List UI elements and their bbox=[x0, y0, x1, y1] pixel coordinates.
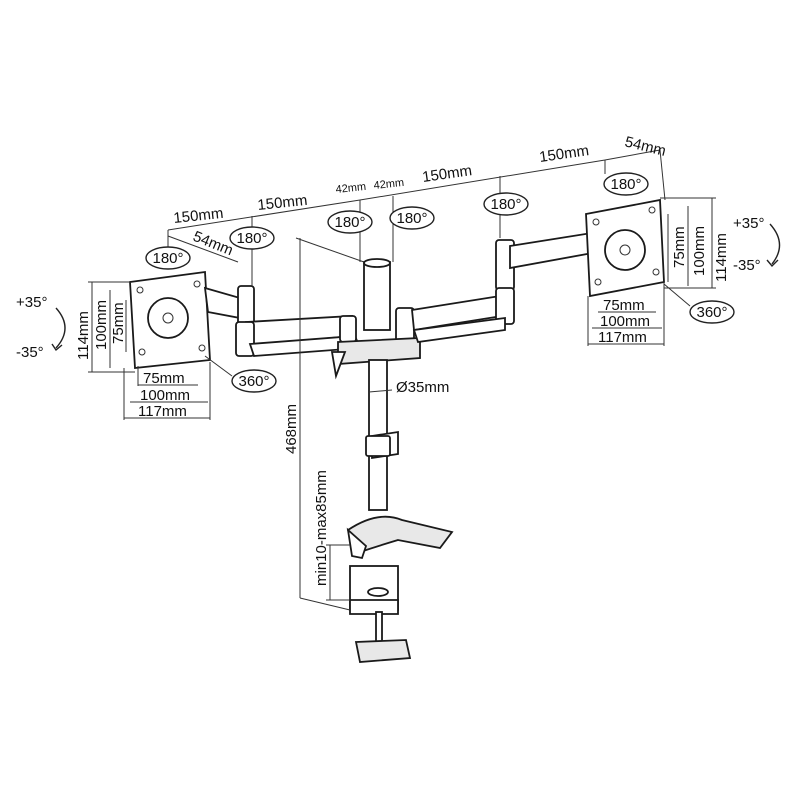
rotation-badge-3: 180° bbox=[327, 210, 373, 234]
dim-left-vesa-v-75: 75mm bbox=[110, 302, 127, 344]
rotation-badge-5: 180° bbox=[483, 192, 529, 216]
dim-arm-150-mid: 150mm bbox=[421, 162, 473, 186]
dim-left-vesa-h-117: 117mm bbox=[138, 403, 187, 420]
dim-arm-150-left: 150mm bbox=[173, 205, 225, 227]
dimension-lines bbox=[88, 149, 716, 611]
rotation-badge-6: 180° bbox=[603, 172, 649, 196]
dim-right-vesa-h-75: 75mm bbox=[603, 297, 645, 314]
dim-clamp-range: min10-max85mm bbox=[313, 470, 330, 586]
dim-arm-54-left: 54mm bbox=[191, 228, 236, 259]
dim-pole-42-a: 42mm bbox=[335, 181, 367, 196]
svg-text:360°: 360° bbox=[696, 304, 727, 321]
dim-right-vesa-h-117: 117mm bbox=[598, 329, 647, 346]
dim-left-vesa-v-100: 100mm bbox=[93, 300, 110, 350]
rotation-badge-2: 180° bbox=[229, 226, 275, 250]
svg-text:180°: 180° bbox=[152, 250, 183, 267]
rotation-badge-4: 180° bbox=[389, 206, 435, 230]
svg-text:180°: 180° bbox=[334, 214, 365, 231]
right-vesa-plate bbox=[585, 198, 665, 298]
rotation-badges: 180° 180° 180° 180° 180° 180° 360° bbox=[145, 172, 735, 393]
right-arm bbox=[411, 230, 599, 343]
dim-right-vesa-v-100: 100mm bbox=[691, 226, 708, 276]
desk-clamp bbox=[346, 515, 454, 663]
svg-text:360°: 360° bbox=[238, 373, 269, 390]
svg-text:180°: 180° bbox=[490, 196, 521, 213]
svg-text:180°: 180° bbox=[610, 176, 641, 193]
dim-arm-150-right: 150mm bbox=[538, 142, 590, 166]
right-tilt-down: -35° bbox=[733, 257, 761, 274]
left-tilt-up: +35° bbox=[16, 294, 47, 311]
dim-arm-150-left-b: 150mm bbox=[257, 192, 309, 214]
dimension-labels: 150mm 150mm 42mm 42mm 150mm 150mm 54mm 5… bbox=[75, 133, 730, 586]
center-pole bbox=[330, 258, 421, 511]
left-vesa-plate bbox=[129, 270, 241, 369]
rotation-badge-right-360: 360° bbox=[663, 283, 735, 324]
dim-pole-height: 468mm bbox=[283, 404, 300, 454]
dim-left-vesa-h-100: 100mm bbox=[140, 387, 190, 404]
rotation-badge-left-360: 360° bbox=[204, 355, 277, 393]
left-arm bbox=[235, 285, 362, 357]
dim-pole-diameter: Ø35mm bbox=[396, 379, 449, 396]
left-tilt-down: -35° bbox=[16, 344, 44, 361]
tilt-indicators: +35° -35° +35° -35° bbox=[16, 215, 781, 361]
rotation-badge-1: 180° bbox=[145, 246, 191, 270]
dim-left-vesa-h-75: 75mm bbox=[143, 370, 185, 387]
right-tilt-arc-icon bbox=[769, 223, 781, 265]
dim-right-vesa-h-100: 100mm bbox=[600, 313, 650, 330]
svg-text:180°: 180° bbox=[396, 210, 427, 227]
svg-text:180°: 180° bbox=[236, 230, 267, 247]
dim-right-vesa-v-114: 114mm bbox=[713, 233, 730, 282]
dim-pole-42-b: 42mm bbox=[373, 177, 405, 192]
dim-right-vesa-v-75: 75mm bbox=[671, 226, 688, 268]
right-tilt-up: +35° bbox=[733, 215, 764, 232]
left-tilt-arc-icon bbox=[55, 307, 66, 349]
dim-left-vesa-v-114: 114mm bbox=[75, 311, 92, 360]
